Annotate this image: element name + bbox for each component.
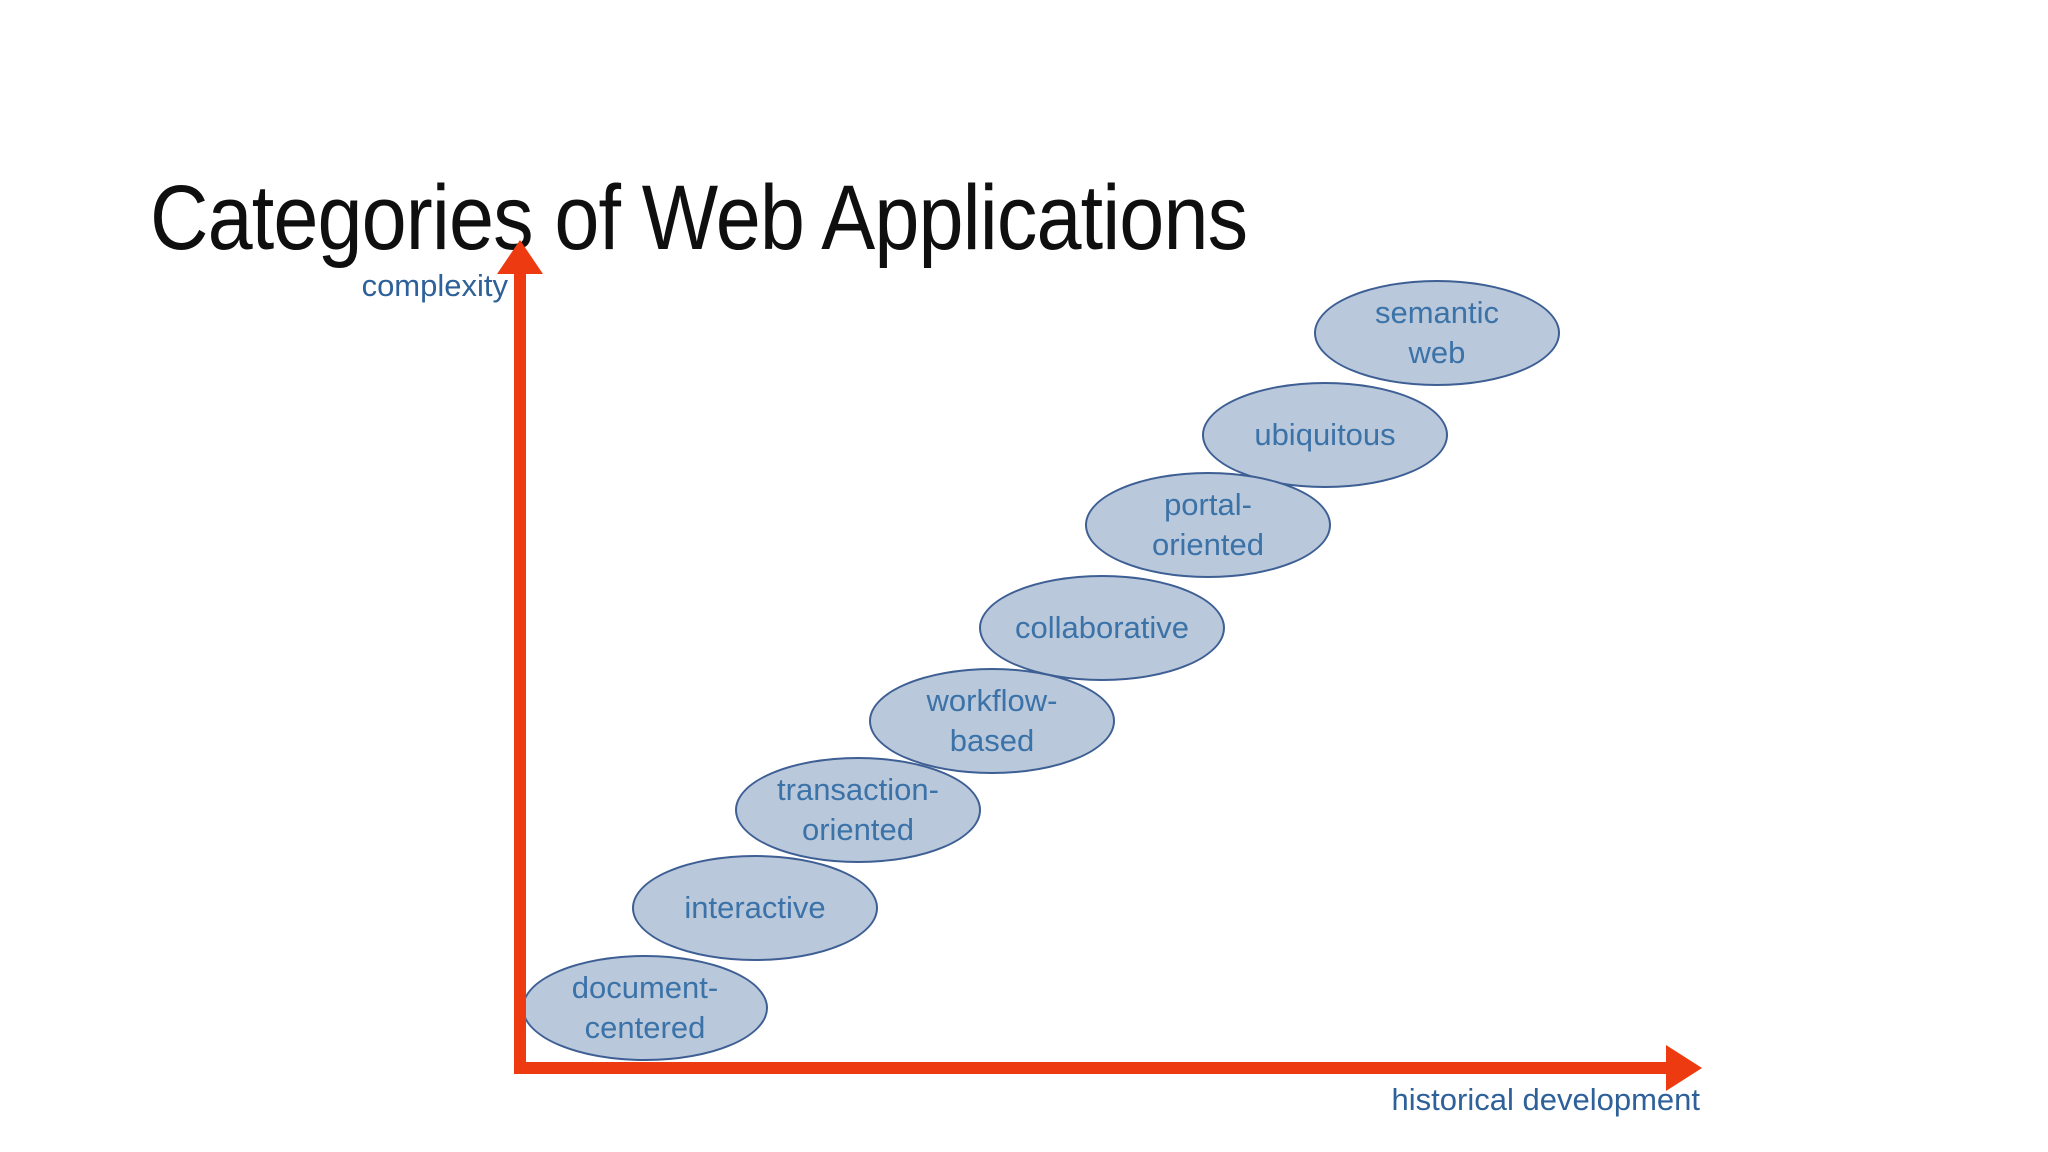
category-ellipse-collaborative: collaborative [979,575,1225,681]
x-axis-label: historical development [1391,1082,1700,1117]
slide-title: Categories of Web Applications [150,166,1248,269]
category-ellipse-interactive: interactive [632,855,878,961]
y-axis-line [514,268,526,1074]
category-ellipse-semantic-web: semantic web [1314,280,1560,386]
x-axis-arrowhead-icon [1666,1045,1702,1091]
category-ellipse-portal-oriented: portal- oriented [1085,472,1331,578]
category-ellipse-ubiquitous: ubiquitous [1202,382,1448,488]
category-ellipse-transaction-oriented: transaction- oriented [735,757,981,863]
category-ellipse-document-centered: document- centered [522,955,768,1061]
y-axis-label: complexity [361,268,508,303]
x-axis-line [514,1062,1670,1074]
category-ellipse-workflow-based: workflow- based [869,668,1115,774]
